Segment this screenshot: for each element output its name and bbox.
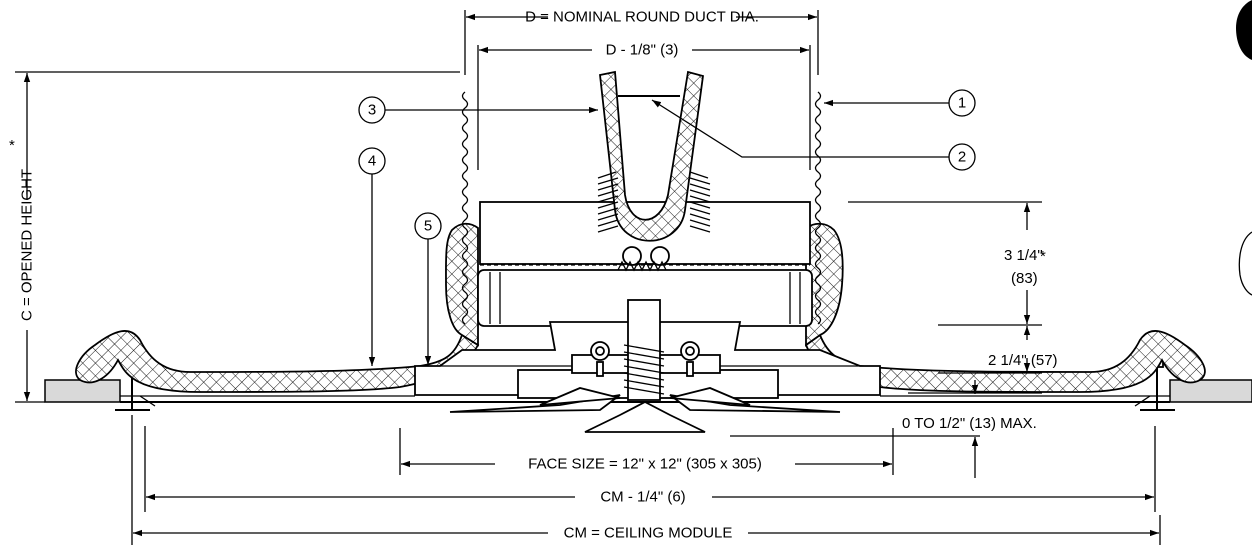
dim-max-gap: 0 TO 1/2" (13) MAX. [902, 415, 1037, 432]
callout-2: 2 [651, 99, 976, 171]
dim-opened-height-label: C = OPENED HEIGHT [19, 169, 36, 321]
ceiling-tile-right [1169, 379, 1252, 403]
adjustment-knob-left [590, 341, 610, 377]
callout-1: 1 [824, 89, 976, 117]
asterisk-left: * [9, 137, 15, 154]
insulation-blanket-right [804, 222, 1206, 393]
svg-text:3: 3 [368, 102, 376, 119]
asterisk-right: * [1040, 248, 1046, 265]
dim-height-1-mm: (83) [1011, 270, 1038, 287]
dim-opened-height: C = OPENED HEIGHT * [9, 71, 460, 403]
dim-cm-minus-label: CM - 1/4" (6) [600, 489, 685, 506]
dim-duct-inner: D - 1/8" (3) [477, 42, 811, 170]
adjustment-knob-right [680, 341, 700, 377]
spindle-spring [623, 299, 665, 401]
svg-text:2: 2 [958, 149, 966, 166]
dim-right-heights: 3 1/4" * (83) 2 1/4" (57) 0 TO 1/2" (13)… [730, 201, 1058, 478]
dim-height-1: 3 1/4" [1004, 247, 1043, 264]
page-edge-marks [1236, 0, 1252, 296]
ceiling-tile-left [44, 379, 121, 403]
dim-nominal-duct-label: D = NOMINAL ROUND DUCT DIA. [525, 9, 759, 26]
v-clip-insulation [599, 70, 704, 272]
dim-face-size: FACE SIZE = 12" x 12" (305 x 305) [399, 428, 894, 475]
dim-duct-inner-label: D - 1/8" (3) [606, 42, 679, 59]
flex-duct-wall-right [814, 91, 822, 325]
insulation-blanket-left [75, 222, 480, 393]
spring-left [597, 171, 619, 233]
diffuser-vanes [449, 387, 841, 433]
svg-text:4: 4 [368, 153, 376, 170]
dim-nominal-duct: D = NOMINAL ROUND DUCT DIA. [464, 9, 819, 75]
svg-text:5: 5 [424, 218, 432, 235]
dim-face-size-label: FACE SIZE = 12" x 12" (305 x 305) [528, 456, 762, 473]
dim-height-2: 2 1/4" (57) [988, 352, 1058, 369]
dim-ceiling-module-label: CM = CEILING MODULE [564, 525, 733, 542]
dim-ceiling-module: CM = CEILING MODULE [131, 415, 1161, 545]
spring-right [689, 171, 711, 233]
dim-cm-minus: CM - 1/4" (6) [144, 426, 1156, 512]
callout-4: 4 [358, 147, 386, 366]
svg-text:1: 1 [958, 95, 966, 112]
callout-3: 3 [358, 96, 598, 124]
flex-duct-wall-left [461, 91, 469, 325]
callout-5: 5 [414, 212, 442, 365]
